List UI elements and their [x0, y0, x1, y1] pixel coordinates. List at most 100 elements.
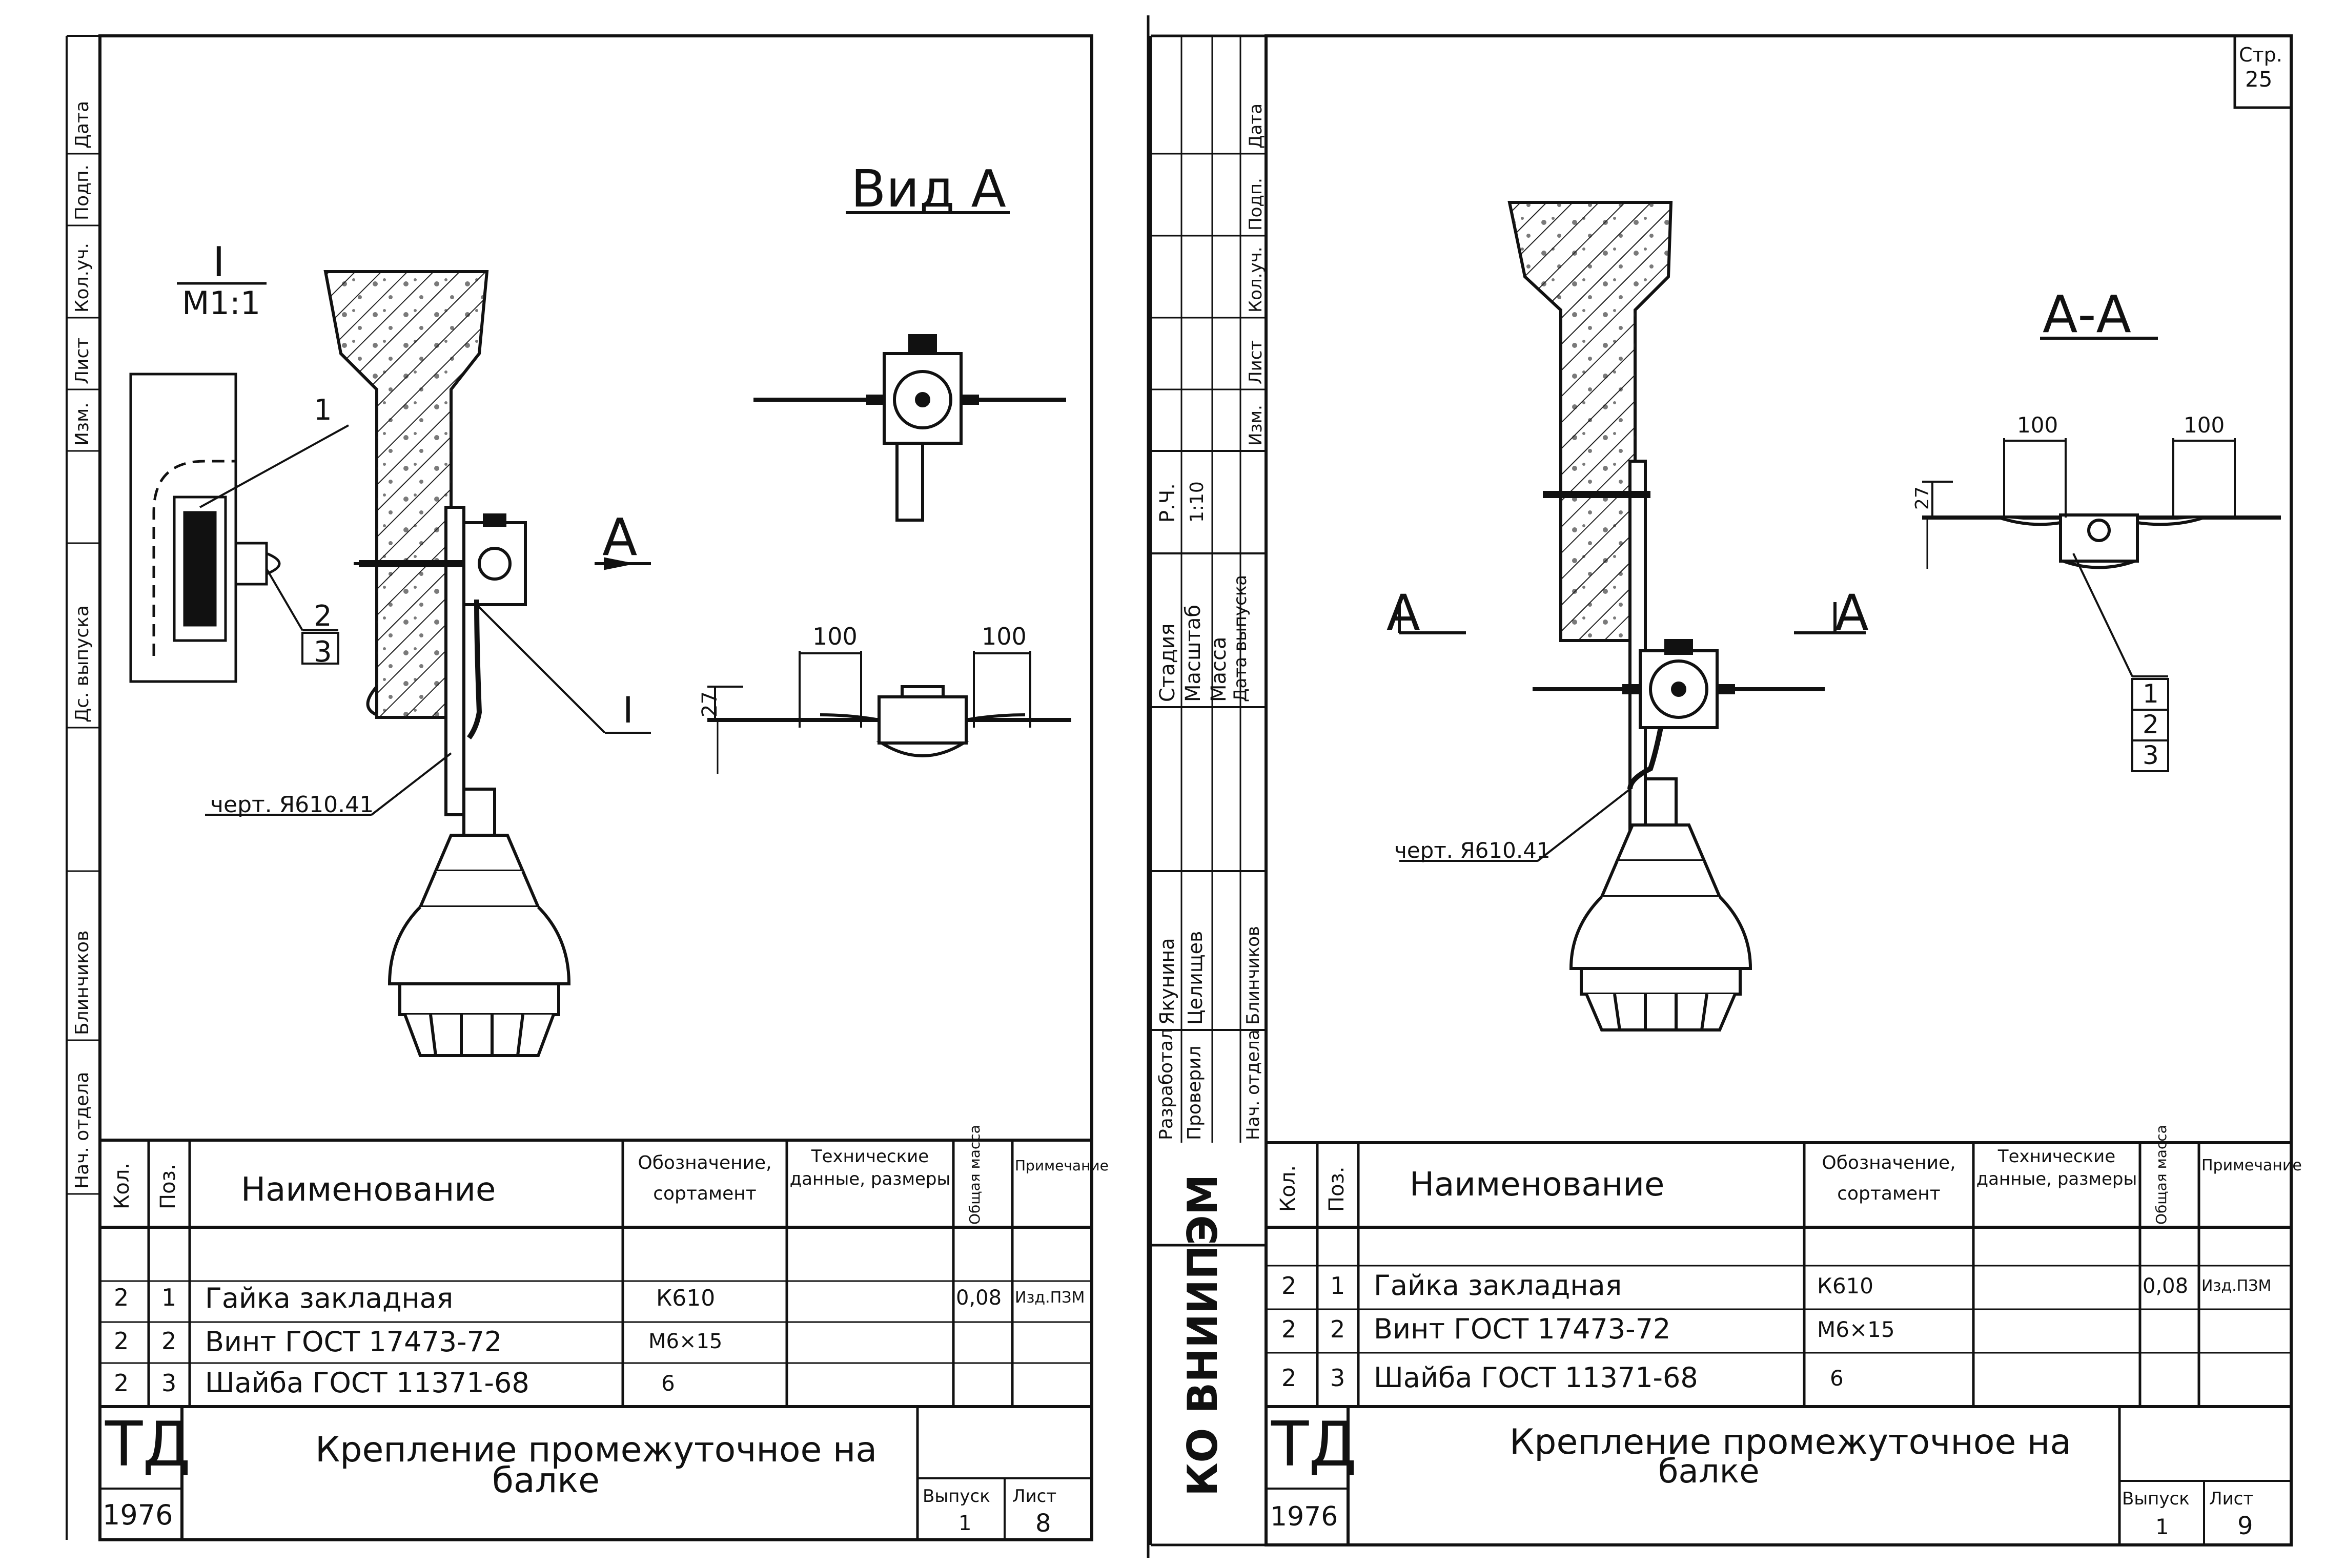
page-number: 25 [2245, 67, 2273, 92]
org-name: КО ВНИИПЭМ [1179, 1174, 1227, 1496]
callout-3: 3 [314, 635, 332, 669]
stamp-data: Дата [72, 100, 93, 149]
spec-header-name: Наименование [1410, 1166, 1665, 1204]
spec-row-2-pos: 2 [1330, 1315, 1345, 1343]
title-block-issue-label: Выпуск [2122, 1489, 2190, 1509]
title-block-title-line1: Крепление промежуточное на [1510, 1422, 2072, 1462]
view-arrow-label: А [602, 507, 638, 567]
section-arrow-left: А [1386, 584, 1420, 642]
spec-header-pos: Поз. [156, 1164, 180, 1209]
spec-row-1-mass: 0,08 [956, 1286, 1002, 1310]
right-sheet-frame [1149, 34, 2293, 1546]
right-callout-leader [2072, 553, 2169, 772]
page-label: Стр. [2239, 44, 2282, 66]
stamp-tselishchev: Целищев [1184, 931, 1207, 1025]
right-beam [1507, 201, 1673, 873]
right-spec-table-grid [1266, 1141, 2291, 1545]
spec-row-2-qty: 2 [114, 1327, 129, 1355]
title-block-logo: ТД [1271, 1409, 1357, 1480]
spec-row-1-qty: 2 [114, 1284, 129, 1311]
spec-row-1-pos: 1 [161, 1284, 177, 1311]
title-block-title-line1: Крепление промежуточное на [315, 1430, 878, 1470]
stamp-blinchikov: Блинчиков [1243, 926, 1263, 1025]
title-block-sheet-label: Лист [2209, 1489, 2254, 1509]
spec-row-3-name: Шайба ГОСТ 11371-68 [205, 1367, 529, 1399]
spec-header-note: Примечание [1015, 1157, 1109, 1174]
drawing-reference: черт. Я610.41 [1394, 838, 1551, 863]
spec-row-1-name: Гайка закладная [1374, 1269, 1622, 1302]
stamp-scale-value: 1:10 [1187, 481, 1208, 523]
callout-1: 1 [314, 394, 332, 427]
stamp-list: Лист [72, 337, 93, 384]
spec-row-1-qty: 2 [1281, 1272, 1297, 1299]
spec-row-2-pos: 2 [161, 1327, 177, 1355]
left-beam [323, 270, 518, 816]
spec-row-1-mass: 0,08 [2143, 1274, 2189, 1298]
title-block-sheet: 8 [1035, 1509, 1051, 1538]
title-block-issue: 1 [2155, 1514, 2169, 1539]
spec-header-qty: Кол. [110, 1162, 134, 1209]
stamp-nach-otdela: Нач. отдела [1243, 1029, 1263, 1140]
right-junction-box [1533, 639, 1825, 790]
spec-row-3-pos: 3 [1330, 1364, 1345, 1392]
spec-row-3-designation: 6 [1830, 1366, 1844, 1391]
spec-row-1-pos: 1 [1330, 1272, 1345, 1299]
spec-header-tech: Технические данные, размеры [1976, 1146, 2137, 1189]
drawing-reference: черт. Я610.41 [210, 792, 374, 818]
spec-header-tech: Технические данные, размеры [789, 1146, 951, 1189]
stamp-ds-vypuska: Дс. выпуска [72, 605, 93, 723]
right-section-a-a [1922, 438, 2281, 569]
section-arrow-right: А [1835, 584, 1869, 642]
title-block-logo: ТД [105, 1409, 191, 1480]
dimension-right: 100 [982, 623, 1027, 650]
stamp-razrabotal: Разработал [1156, 1028, 1177, 1140]
right-leaders [1398, 337, 2158, 862]
title-block-year: 1976 [103, 1499, 173, 1531]
dimension-height: 27 [1912, 486, 1933, 510]
stamp-data: Дата [1246, 103, 1266, 149]
section-mark-scale: М1:1 [182, 284, 261, 322]
spec-row-2-name: Винт ГОСТ 17473-72 [1374, 1313, 1671, 1345]
stamp-izm: Изм. [1246, 405, 1266, 446]
title-block-sheet-label: Лист [1012, 1486, 1057, 1507]
title-block-issue-label: Выпуск [923, 1486, 990, 1507]
spec-row-1-note: Изд.ПЗМ [2201, 1277, 2272, 1295]
title-block-title-line2: балке [1658, 1453, 1760, 1491]
dimension-left: 100 [2017, 412, 2058, 438]
stamp-data-vypuska: Дата выпуска [1230, 574, 1251, 702]
left-junction-box [462, 513, 527, 739]
callout-2: 2 [314, 600, 332, 633]
spec-header-qty: Кол. [1276, 1165, 1300, 1212]
section-mark-roman: I [213, 238, 225, 286]
spec-row-2-designation: М6×15 [648, 1330, 723, 1353]
callout-1: 1 [2143, 679, 2159, 709]
title-block-sheet: 9 [2237, 1512, 2253, 1540]
spec-header-designation: Обозначение, сортамент [638, 1152, 772, 1204]
spec-row-3-name: Шайба ГОСТ 11371-68 [1374, 1361, 1698, 1394]
stamp-rch: Р.Ч. [1156, 483, 1179, 523]
title-block-issue: 1 [958, 1512, 972, 1535]
stamp-proveril: Проверил [1184, 1045, 1205, 1140]
stamp-masshtab: Масштаб [1181, 604, 1205, 702]
callout-2: 2 [2143, 710, 2159, 739]
stamp-yakunina: Якунина [1156, 938, 1178, 1025]
stamp-podp: Подп. [72, 164, 93, 220]
spec-row-1-name: Гайка закладная [205, 1282, 454, 1314]
stamp-blinchikov: Блинчиков [72, 930, 93, 1035]
stamp-izm: Изм. [72, 402, 93, 446]
spec-row-2-qty: 2 [1281, 1315, 1297, 1343]
stamp-list: Лист [1246, 340, 1266, 384]
spec-row-3-designation: 6 [661, 1371, 675, 1396]
right-lamp [1569, 777, 1752, 1031]
spec-header-mass: Общая масса [2153, 1125, 2170, 1225]
left-lamp [388, 788, 571, 1057]
dimension-height: 27 [698, 691, 722, 717]
spec-row-1-designation: К610 [656, 1285, 716, 1311]
spec-header-mass: Общая масса [966, 1125, 983, 1225]
dimension-left: 100 [812, 623, 858, 650]
callout-3: 3 [2143, 740, 2159, 770]
stamp-nach-otdela: Нач. отдела [72, 1071, 93, 1189]
stamp-podp: Подп. [1246, 178, 1266, 231]
spec-row-3-pos: 3 [161, 1369, 177, 1397]
